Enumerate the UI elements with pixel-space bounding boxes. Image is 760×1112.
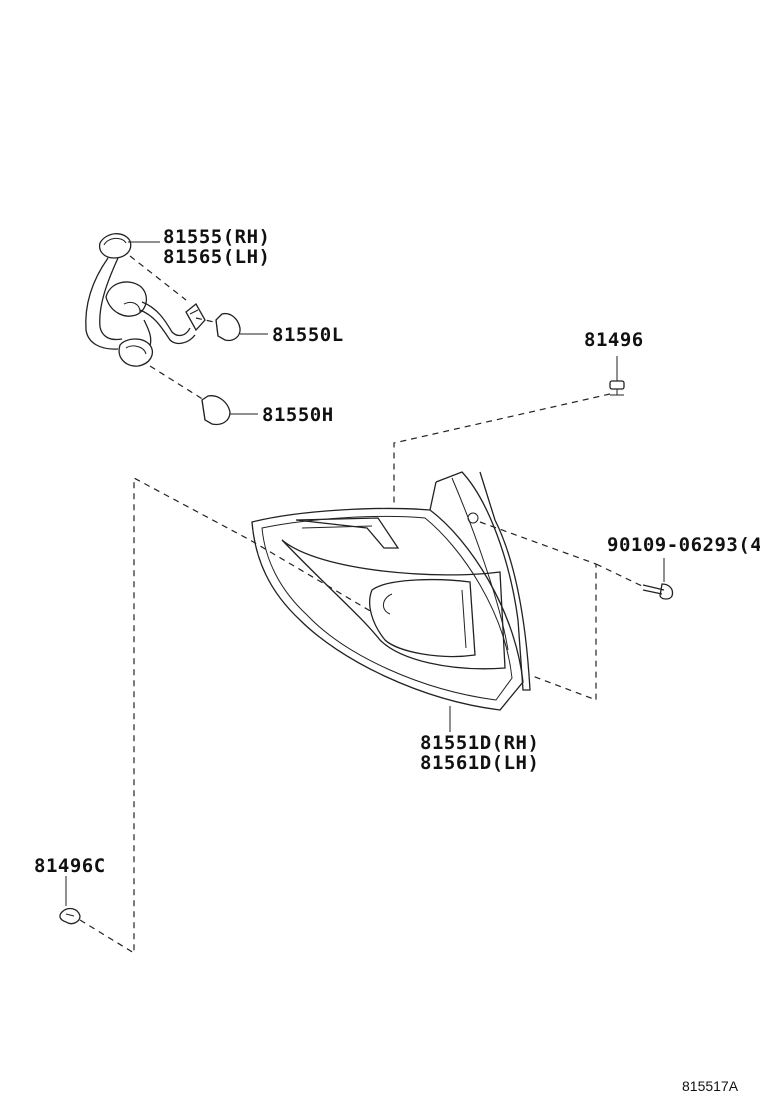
bulb-81550l [215,312,268,342]
clip-81496 [609,356,625,396]
label-screw: 90109-06293(4) [607,534,760,556]
screw-90109 [642,558,674,600]
label-lamp-lh: 81561D(LH) [420,752,539,774]
diagram-code: 815517A [682,1078,739,1094]
label-clip-bottom: 81496C [34,855,106,877]
label-clip-top: 81496 [584,329,644,351]
label-socket-rh: 81555(RH) [163,226,270,248]
label-bulb-l: 81550L [272,324,344,346]
label-lamp-rh: 81551D(RH) [420,732,539,754]
bulb-81550h [201,395,258,426]
socket-wire-harness [85,233,206,367]
label-bulb-h: 81550H [262,404,334,426]
clip-81496c [59,876,81,925]
tail-lamp-assembly [251,471,531,732]
label-socket-lh: 81565(LH) [163,246,270,268]
